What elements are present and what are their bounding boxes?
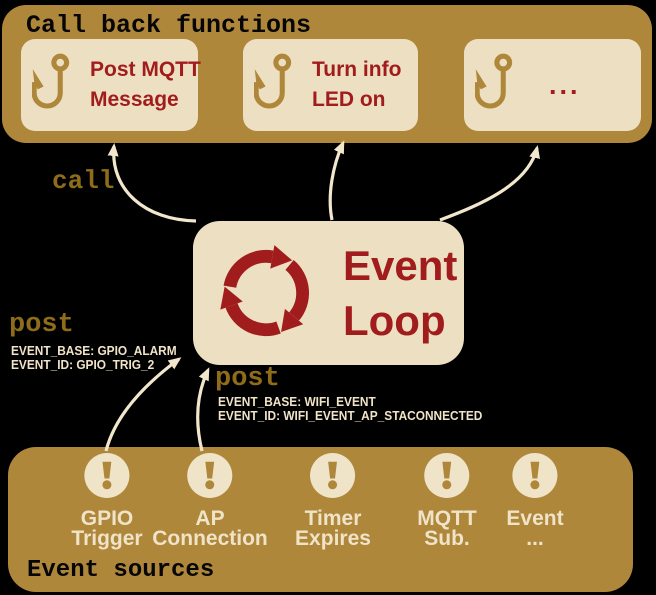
post-event-details-gpio: EVENT_BASE: GPIO_ALARM EVENT_ID: GPIO_TR… bbox=[11, 344, 177, 372]
source-item-event-more: Event ... bbox=[506, 452, 564, 549]
exclamation-icon bbox=[84, 452, 130, 499]
callback-box-label: Turn info LED on bbox=[312, 58, 402, 111]
call-arrow-middle bbox=[328, 140, 345, 221]
source-item-gpio-trigger: GPIO Trigger bbox=[71, 452, 143, 549]
callback-box-label: ... bbox=[549, 69, 581, 100]
callback-box-post-mqtt: Post MQTT Message bbox=[21, 39, 201, 131]
source-item-ap-connection: AP Connection bbox=[152, 452, 268, 549]
exclamation-icon bbox=[310, 452, 356, 499]
call-arrow-left bbox=[107, 143, 197, 223]
call-edge-label: call bbox=[52, 166, 115, 196]
callback-box-more: ... bbox=[464, 39, 641, 131]
sources-title: Event sources bbox=[27, 557, 215, 584]
call-arrow-right bbox=[439, 145, 540, 222]
event-loop-node: Event Loop bbox=[193, 221, 464, 365]
post-edge-label-wifi: post bbox=[215, 364, 280, 394]
source-item-mqtt-sub: MQTT Sub. bbox=[417, 452, 477, 549]
source-item-timer-expires: Timer Expires bbox=[295, 452, 371, 549]
post-arrow-ap bbox=[196, 367, 210, 452]
exclamation-icon bbox=[187, 452, 233, 499]
fish-hook-icon bbox=[475, 53, 513, 109]
exclamation-icon bbox=[424, 452, 470, 499]
exclamation-icon bbox=[512, 452, 558, 499]
post-edge-label-gpio: post bbox=[9, 310, 74, 340]
post-event-details-wifi: EVENT_BASE: WIFI_EVENT EVENT_ID: WIFI_EV… bbox=[218, 395, 483, 423]
callback-box-label: Post MQTT Message bbox=[90, 58, 201, 111]
callbacks-title: Call back functions bbox=[26, 11, 312, 40]
fish-hook-icon bbox=[32, 53, 70, 109]
post-arrow-gpio bbox=[104, 357, 182, 452]
callback-box-led: Turn info LED on bbox=[243, 39, 418, 131]
fish-hook-icon bbox=[254, 53, 292, 109]
cycle-arrows-icon bbox=[220, 245, 309, 337]
event-loop-title: Event Loop bbox=[343, 242, 458, 344]
